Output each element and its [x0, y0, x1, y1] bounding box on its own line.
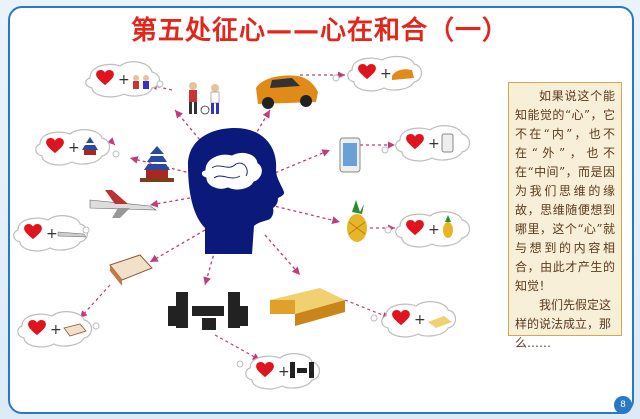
phone-image	[339, 137, 361, 173]
bubble-pineapple	[395, 211, 471, 248]
page-number-badge: 8	[614, 396, 632, 414]
plus-sign: +	[118, 72, 130, 88]
bubble-speakers	[245, 353, 321, 390]
bubble-car	[347, 55, 423, 92]
explanation-textbox: 如果说这个能知能觉的“心”，它不在“内”，也不在“外”，也不在“中间”，而是因为…	[508, 82, 622, 350]
plus-sign: +	[428, 222, 440, 238]
bubble-contents: + + + + + + + + +	[24, 64, 454, 380]
bubble-bed	[381, 301, 457, 338]
arrow-speakers	[203, 249, 216, 286]
arrow-phone	[269, 149, 331, 176]
arrows	[129, 109, 341, 286]
plus-sign: +	[414, 312, 426, 328]
sports-players-image	[189, 82, 220, 115]
arrow-sports	[174, 109, 216, 159]
bubble-temple	[35, 129, 111, 166]
explanation-paragraph-2: 我们先假定这样的说法成立，那么……	[515, 298, 612, 350]
airplane-image	[89, 190, 158, 218]
bubble-sports	[85, 61, 161, 98]
plus-sign: +	[428, 136, 440, 152]
plus-sign: +	[68, 140, 80, 156]
arrow-pineapple	[269, 204, 341, 224]
car-image	[256, 75, 318, 109]
arrow-airplane	[149, 197, 191, 208]
arrow-book	[149, 229, 206, 263]
speakers-image	[168, 292, 248, 330]
plus-sign: +	[380, 66, 392, 82]
plus-sign: +	[50, 322, 62, 338]
bubble-airplane	[13, 215, 89, 252]
plus-sign: +	[46, 226, 58, 242]
pineapple-image	[347, 200, 367, 242]
bubble-tails	[82, 74, 392, 368]
explanation-paragraph-1: 如果说这个能知能觉的“心”，它不在“内”，也不在“外”，也不在“中间”，而是因为…	[515, 89, 615, 293]
head-icon	[188, 128, 285, 254]
book-image	[109, 254, 153, 286]
temple-image	[140, 146, 174, 182]
bubble-book	[17, 311, 93, 348]
slide-title: 第五处征心——心在和合（一）	[130, 16, 509, 46]
plus-sign: +	[278, 364, 290, 380]
bed-image	[270, 288, 345, 326]
arrow-bed	[264, 234, 301, 276]
